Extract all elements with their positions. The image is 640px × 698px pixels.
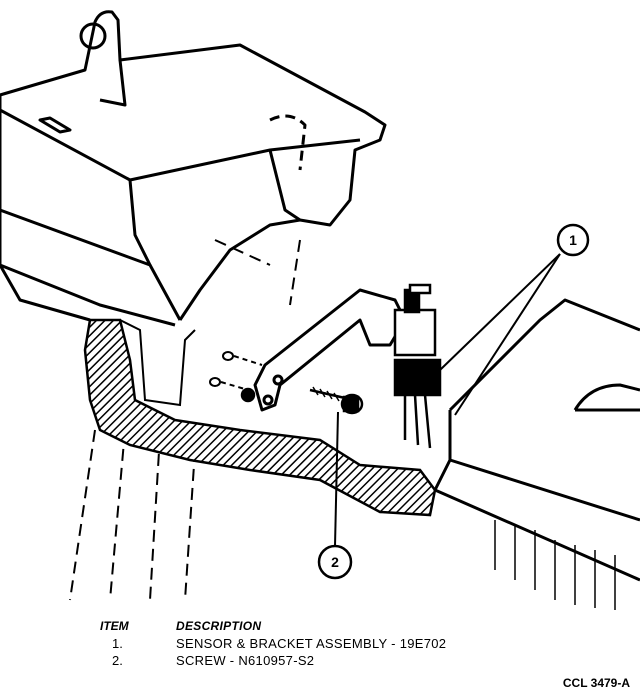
hidden-lines xyxy=(69,239,301,601)
right-block-texture xyxy=(494,520,616,610)
legend-header: ITEM DESCRIPTION xyxy=(100,618,540,635)
description-header: DESCRIPTION xyxy=(176,619,262,633)
legend-row-1: 1. SENSOR & BRACKET ASSEMBLY - 19E702 xyxy=(100,635,540,652)
right-block xyxy=(433,298,640,582)
legend-item-number: 1. xyxy=(112,636,123,651)
callout-1: 1 xyxy=(439,223,590,416)
sensor-body xyxy=(393,283,442,449)
hatched-floor-section xyxy=(83,318,437,517)
sensor-bracket xyxy=(253,288,407,412)
parts-legend: ITEM DESCRIPTION 1. SENSOR & BRACKET ASS… xyxy=(100,618,540,669)
legend-item-description: SCREW - N610957-S2 xyxy=(176,653,315,668)
callout-2-number: 2 xyxy=(331,554,339,570)
legend-item-description: SENSOR & BRACKET ASSEMBLY - 19E702 xyxy=(176,636,447,651)
screw-part xyxy=(240,386,364,415)
upper-rail xyxy=(0,10,387,327)
item-header: ITEM xyxy=(100,619,129,633)
callout-1-number: 1 xyxy=(569,232,577,248)
floor-inner-wall xyxy=(119,319,196,407)
legend-item-number: 2. xyxy=(112,653,123,668)
legend-row-2: 2. SCREW - N610957-S2 xyxy=(100,652,540,669)
callout-2: 2 xyxy=(317,411,353,580)
figure-identifier: CCL 3479-A xyxy=(562,676,630,690)
technical-illustration: 1 2 xyxy=(0,10,640,610)
